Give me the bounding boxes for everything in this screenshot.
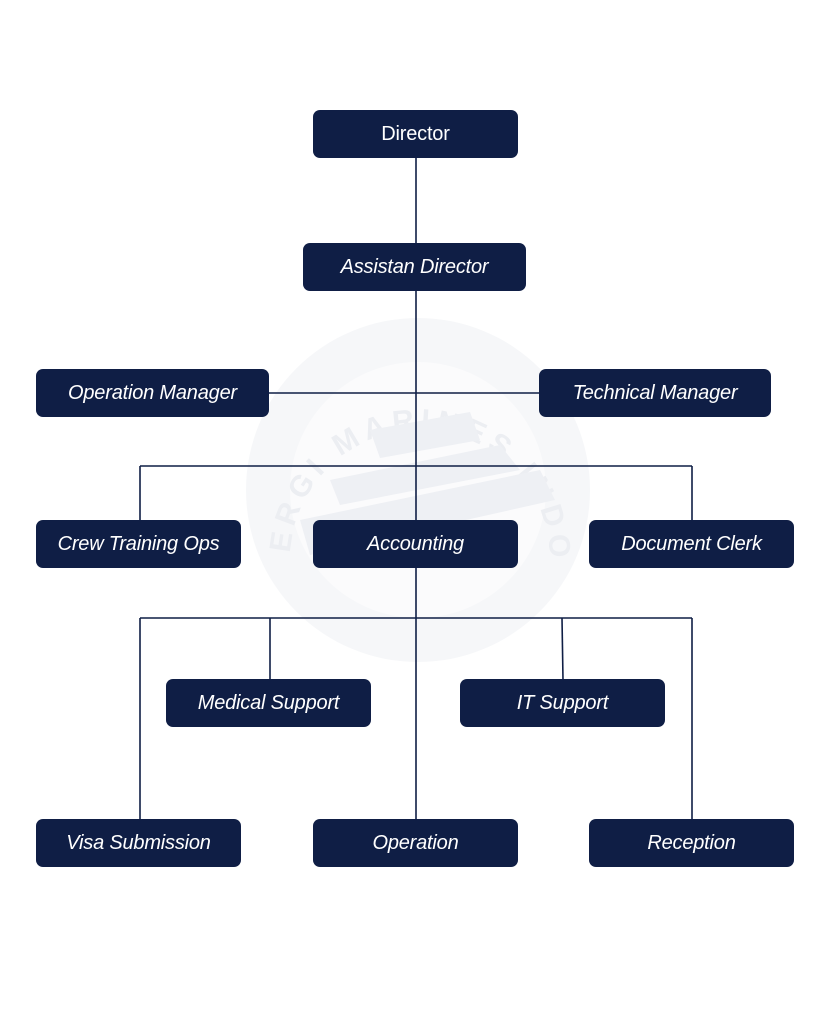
node-operation-label: Operation [372, 831, 459, 854]
node-technical-manager-label: Technical Manager [572, 381, 738, 404]
node-it-support-label: IT Support [516, 691, 609, 714]
node-reception: Reception [589, 819, 794, 867]
node-assistant-director-label: Assistan Director [340, 255, 489, 278]
node-reception-label: Reception [647, 831, 736, 854]
node-visa-submission: Visa Submission [36, 819, 241, 867]
node-director-label: Director [381, 122, 450, 145]
node-document-clerk: Document Clerk [589, 520, 794, 568]
node-crew-training-ops: Crew Training Ops [36, 520, 241, 568]
node-medical-support-label: Medical Support [197, 691, 340, 714]
node-accounting: Accounting [313, 520, 518, 568]
node-technical-manager: Technical Manager [539, 369, 771, 417]
node-accounting-label: Accounting [367, 532, 464, 555]
node-visa-submission-label: Visa Submission [66, 831, 211, 854]
node-operation-manager-label: Operation Manager [68, 381, 237, 404]
node-crew-training-ops-label: Crew Training Ops [57, 532, 220, 555]
node-it-support: IT Support [460, 679, 665, 727]
node-assistant-director: Assistan Director [303, 243, 526, 291]
node-operation-manager: Operation Manager [36, 369, 269, 417]
node-document-clerk-label: Document Clerk [621, 532, 762, 555]
node-medical-support: Medical Support [166, 679, 371, 727]
node-operation: Operation [313, 819, 518, 867]
node-director: Director [313, 110, 518, 158]
